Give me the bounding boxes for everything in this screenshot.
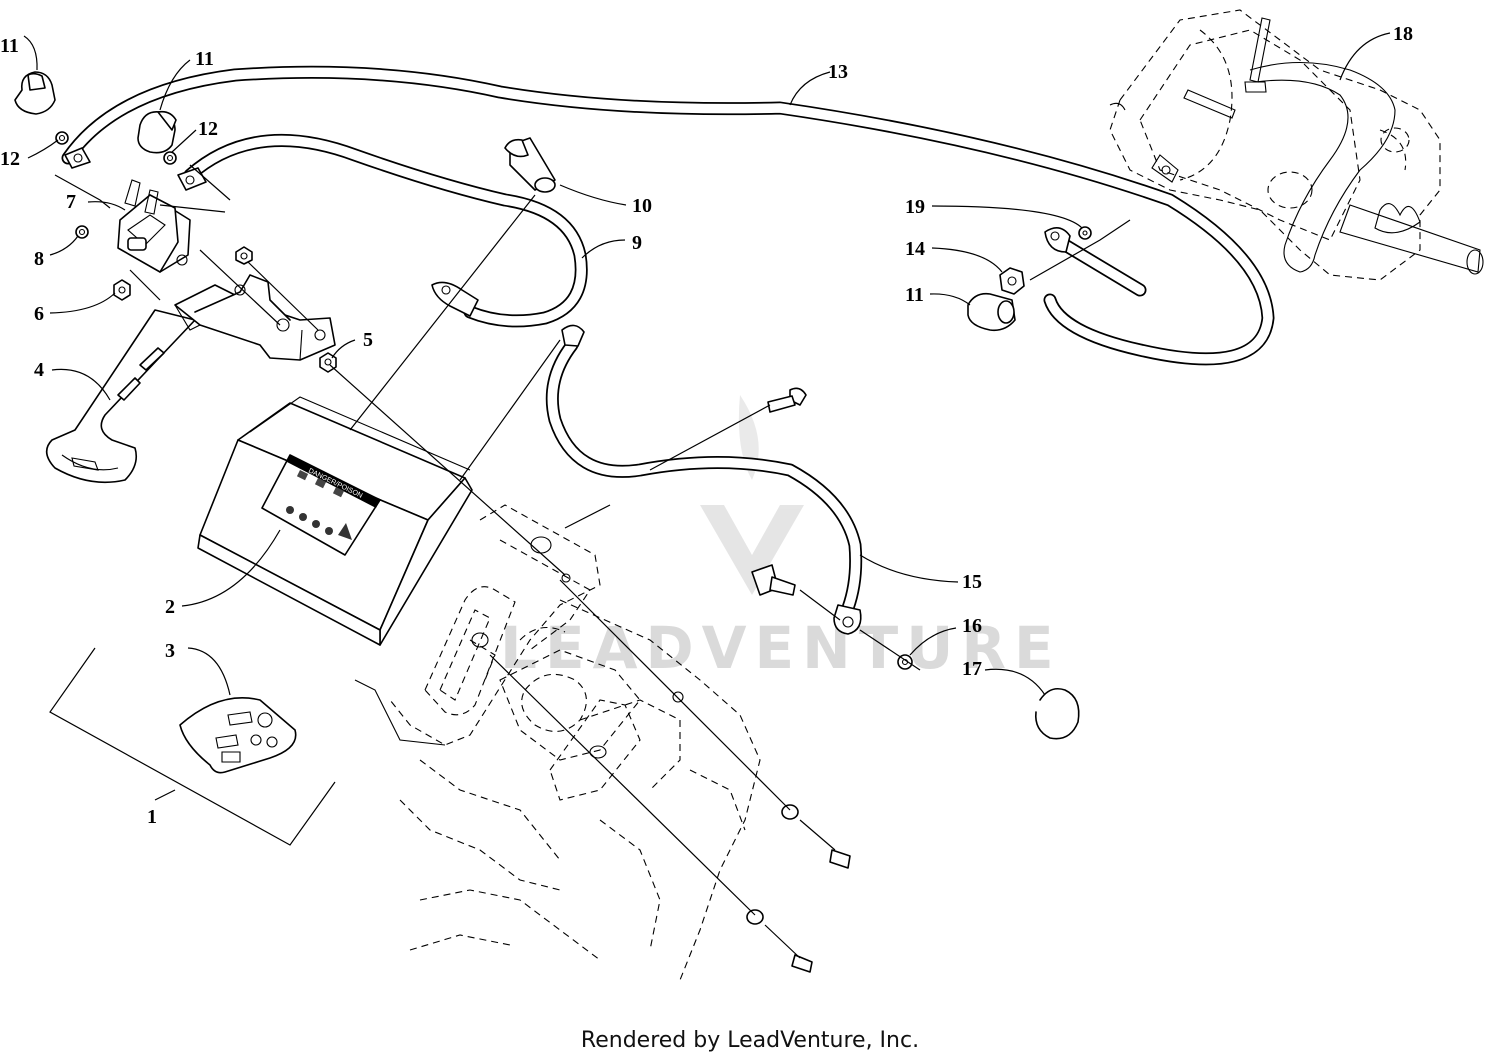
hardware (14, 71, 1092, 973)
hardware-kit (179, 697, 297, 774)
callout-19: 19 (905, 196, 925, 218)
ground-cable (1044, 227, 1147, 297)
callout-4: 4 (34, 359, 44, 381)
callout-11-a: 11 (0, 35, 19, 57)
callout-13: 13 (828, 61, 848, 83)
callout-12-a: 12 (0, 148, 20, 170)
cable-9 (183, 134, 588, 328)
cable-tie (1244, 17, 1396, 273)
kit-bracket (49, 647, 336, 846)
callout-12-b: 12 (198, 118, 218, 140)
chassis-outline (354, 504, 761, 981)
battery-strap (45, 309, 196, 484)
leader-lines (23, 32, 1391, 959)
starter-solenoid (117, 179, 191, 273)
starter-motor (1109, 9, 1484, 281)
callouts: 11 11 12 12 7 8 6 4 5 10 9 13 18 19 14 1… (0, 23, 1413, 828)
callout-18: 18 (1393, 23, 1413, 45)
battery: DANGER/POISON (197, 396, 473, 646)
solenoid-bracket (174, 274, 336, 361)
callout-7: 7 (66, 191, 76, 213)
callout-17: 17 (962, 658, 982, 680)
watermark-text: LEADVENTURE (500, 614, 1062, 682)
callout-2: 2 (165, 596, 175, 618)
callout-11-c: 11 (905, 284, 924, 306)
callout-16: 16 (962, 615, 982, 637)
cable-15 (545, 324, 863, 635)
callout-14: 14 (905, 238, 925, 260)
callout-6: 6 (34, 303, 44, 325)
callout-5: 5 (363, 329, 373, 351)
callout-9: 9 (632, 232, 642, 254)
callout-15: 15 (962, 571, 982, 593)
cable-13 (61, 65, 1275, 366)
footer-credit: Rendered by LeadVenture, Inc. (580, 1028, 920, 1053)
callout-3: 3 (165, 640, 175, 662)
callout-10: 10 (632, 195, 652, 217)
callout-1: 1 (147, 806, 157, 828)
callout-11-b: 11 (195, 48, 214, 70)
callout-8: 8 (34, 248, 44, 270)
watermark: LEADVENTURE (500, 395, 1062, 682)
